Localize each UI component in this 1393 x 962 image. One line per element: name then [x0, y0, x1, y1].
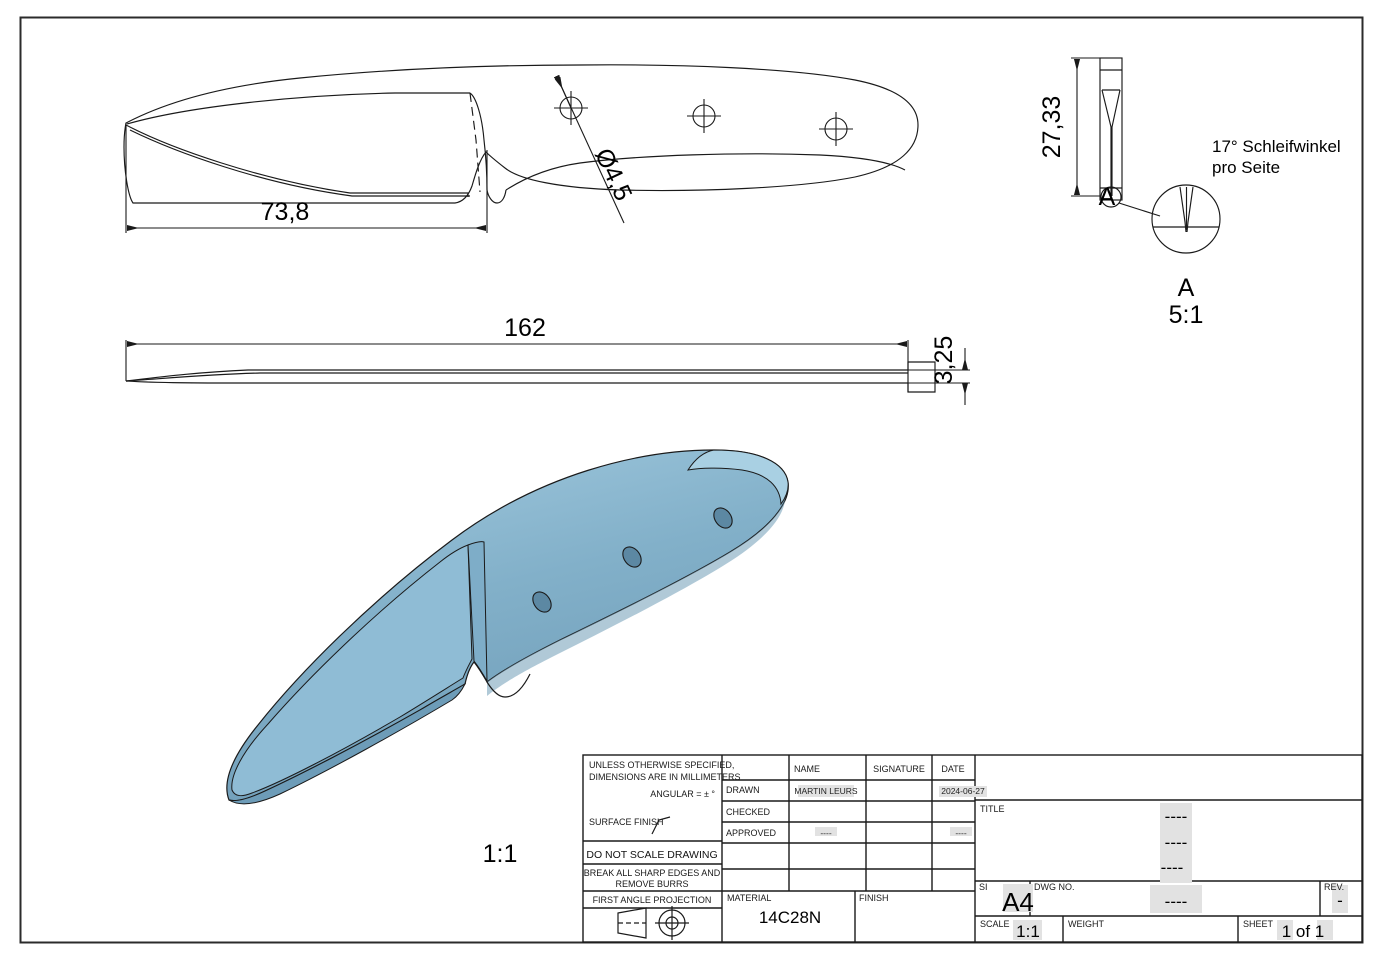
blade-grind-terminus	[469, 92, 488, 191]
note-break-edges-line1: BREAK ALL SHARP EDGES AND	[584, 868, 721, 878]
sheet-value: 1 of 1	[1282, 922, 1325, 941]
dimension-162-label: 162	[504, 314, 546, 342]
dwg-no-value: ----	[1165, 892, 1188, 911]
title-value-line1: ----	[1165, 807, 1188, 826]
blade-grind-line-upper	[126, 92, 470, 125]
rivet-hole-3	[819, 112, 853, 146]
table-row-name-approved: ----	[820, 828, 831, 838]
detail-view-a-scale: 5:1	[1169, 301, 1204, 329]
iso-edge-sliver	[228, 682, 467, 805]
ricasso-hidden-line	[469, 92, 481, 193]
table-row-date-drawn: 2024-06-27	[941, 786, 985, 796]
field-highlights	[798, 785, 1348, 940]
material-value: 14C28N	[759, 908, 821, 927]
table-row-name-drawn: MARTIN LEURS	[794, 786, 857, 796]
edge-on-view	[125, 361, 936, 393]
detail-grind-right	[1186, 186, 1194, 233]
dimension-27-33-label: 27,33	[1038, 96, 1066, 159]
dimension-3-25	[908, 348, 970, 405]
dimension-162	[125, 340, 909, 381]
side-profile-view	[123, 64, 919, 204]
detail-bubble-circle	[1151, 184, 1221, 254]
surface-finish-symbol	[651, 816, 671, 835]
table-row-date-approved: ----	[955, 828, 966, 838]
note-angular: ANGULAR = ± °	[650, 789, 715, 799]
dimension-dia-4-5	[553, 74, 625, 224]
title-value-line3: ----	[1161, 858, 1184, 877]
size-label: SI	[979, 882, 988, 892]
sheet-label: SHEET	[1243, 919, 1274, 929]
title-value-line2: ----	[1165, 833, 1188, 852]
detail-marker-a-label: A	[1099, 183, 1116, 211]
iso-rivet-holes	[532, 507, 733, 613]
table-header-name: NAME	[794, 764, 820, 774]
dimension-73-8	[125, 123, 488, 233]
rivet-hole-2	[687, 99, 721, 133]
edge-view-taper-line	[125, 372, 908, 382]
table-row-role-approved: APPROVED	[726, 828, 777, 838]
isometric-model-view	[226, 449, 789, 805]
knife-outline	[123, 64, 919, 204]
rivet-holes-group	[554, 91, 853, 146]
title-label: TITLE	[980, 804, 1005, 814]
note-do-not-scale: DO NOT SCALE DRAWING	[586, 849, 717, 861]
note-break-edges-line2: REMOVE BURRS	[615, 879, 688, 889]
dimension-3-25-label: 3,25	[930, 336, 958, 385]
size-value: A4	[1002, 887, 1034, 917]
note-first-angle-projection: FIRST ANGLE PROJECTION	[593, 895, 712, 905]
dimension-dia-4-5-label: Ø4,5	[589, 144, 637, 205]
iso-blade-grind-facet	[231, 544, 473, 797]
edge-view-outline	[125, 361, 936, 393]
note-surface-finish: SURFACE FINISH	[589, 817, 664, 827]
detail-view-a-label: A	[1178, 274, 1195, 302]
table-row-role-drawn: DRAWN	[726, 785, 760, 795]
handle-belly-contour	[505, 153, 906, 191]
iso-plunge-curve	[486, 673, 531, 698]
table-row-role-checked: CHECKED	[726, 807, 771, 817]
rev-label: REV.	[1324, 882, 1344, 892]
detail-view-a	[1151, 184, 1221, 254]
dimension-27-33	[1071, 57, 1100, 197]
table-header-date: DATE	[941, 764, 964, 774]
detail-grind-left	[1179, 186, 1187, 233]
table-header-signature: SIGNATURE	[873, 764, 925, 774]
finish-label: FINISH	[859, 893, 889, 903]
dimension-73-8-label: 73,8	[261, 198, 310, 226]
note-unless-line2: DIMENSIONS ARE IN MILLIMETERS	[589, 772, 741, 782]
weight-label: WEIGHT	[1068, 919, 1104, 929]
choil-notch	[486, 189, 507, 204]
iso-view-scale-label: 1:1	[483, 840, 518, 868]
iso-spine-highlight	[686, 449, 789, 506]
note-unless-line1: UNLESS OTHERWISE SPECIFIED,	[589, 760, 734, 770]
blade-edge-line	[129, 129, 470, 197]
scale-value: 1:1	[1016, 922, 1040, 941]
blade-edge-bevel	[125, 124, 469, 197]
cross-section-view	[1099, 57, 1161, 217]
material-label: MATERIAL	[727, 893, 771, 903]
scale-label: SCALE	[980, 919, 1010, 929]
grind-angle-note-line2: pro Seite	[1212, 158, 1280, 177]
rev-value: -	[1337, 891, 1343, 910]
iso-ricasso-panel	[467, 541, 488, 682]
grind-angle-note-line1: 17° Schleifwinkel	[1212, 137, 1341, 156]
iso-handle-shade	[487, 500, 785, 696]
first-angle-projection-icon	[617, 906, 689, 940]
dwg-no-label: DWG NO.	[1034, 882, 1075, 892]
